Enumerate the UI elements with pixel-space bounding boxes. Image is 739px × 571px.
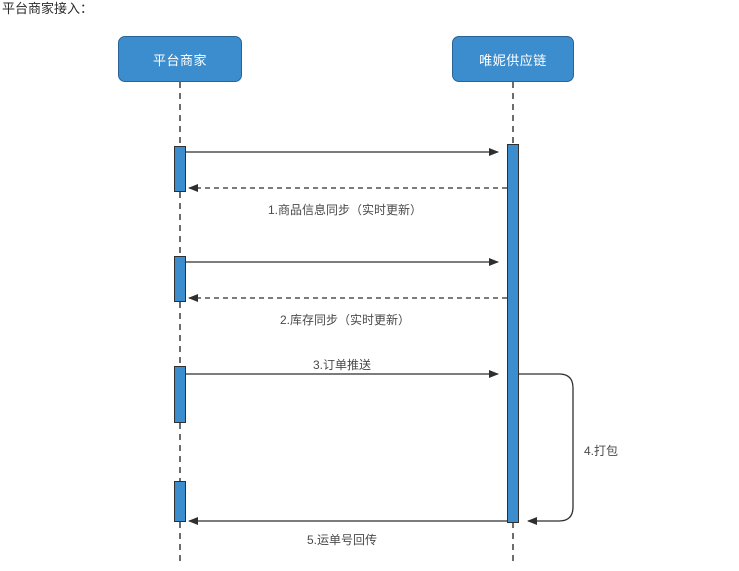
participant-box-merchant[interactable]: 平台商家 — [118, 36, 242, 82]
message-2-label: 2.库存同步（实时更新） — [279, 313, 411, 327]
participant-label-merchant: 平台商家 — [152, 52, 207, 68]
message-1-label: 1.商品信息同步（实时更新） — [267, 203, 423, 217]
self-message-4-label: 4.打包 — [584, 444, 619, 458]
message-5-label: 5.运单号回传 — [306, 533, 378, 547]
activation-bar-merchant-1 — [174, 146, 186, 192]
activation-bar-merchant-4 — [174, 481, 186, 522]
page-title: 平台商家接入： — [2, 1, 94, 16]
participant-label-supply: 唯妮供应链 — [479, 52, 547, 68]
activation-bar-merchant-3 — [174, 366, 186, 423]
activation-bar-supply-1 — [507, 144, 519, 523]
message-3-label: 3.订单推送 — [312, 358, 372, 372]
participant-box-supply[interactable]: 唯妮供应链 — [452, 36, 574, 82]
activation-bar-merchant-2 — [174, 256, 186, 302]
self-message-4-path — [519, 373, 574, 525]
